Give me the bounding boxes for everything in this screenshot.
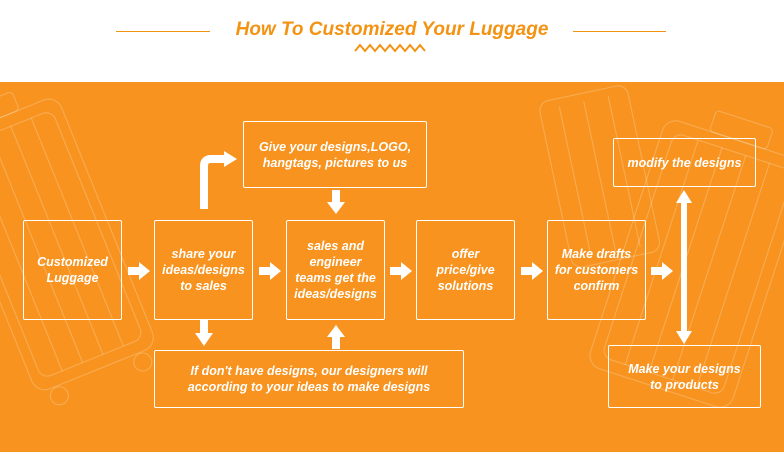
arrow-nodesigns-to-teams [327, 325, 345, 349]
zigzag-ornament [354, 43, 426, 53]
step-no-designs: If don't have designs, our designers wil… [154, 350, 464, 408]
step-teams-get-ideas: sales and engineer teams get the ideas/d… [286, 220, 385, 320]
arrow-to-make-products [676, 331, 692, 344]
step-share-designs: share your ideas/designs to sales [154, 220, 253, 320]
step-customized-luggage: Customized Luggage [23, 220, 122, 320]
arrow-offer-to-drafts [521, 262, 543, 280]
header: How To Customized Your Luggage [0, 0, 784, 82]
step-give-designs: Give your designs,LOGO, hangtags, pictur… [243, 121, 427, 188]
arrow-share-to-nodesigns [195, 320, 213, 346]
arrow-customized-to-share [128, 262, 150, 280]
title-divider-right [573, 31, 666, 32]
step-modify-designs: modify the designs [613, 138, 756, 187]
arrow-share-to-teams [259, 262, 281, 280]
suitcase-middle-outline [539, 85, 661, 268]
arrow-vertical-shaft [681, 200, 687, 334]
arrow-teams-to-offer [390, 262, 412, 280]
step-offer-price: offer price/give solutions [416, 220, 515, 320]
arrow-to-modify [676, 190, 692, 203]
title-divider-left [116, 31, 210, 32]
step-make-drafts: Make drafts for customers confirm [547, 220, 646, 320]
arrow-drafts-to-split [651, 262, 673, 280]
flow-arrows [128, 151, 692, 349]
page-title: How To Customized Your Luggage [235, 19, 549, 40]
arrow-share-to-give [200, 155, 226, 209]
arrow-give-to-teams [327, 190, 345, 214]
step-make-products: Make your designs to products [608, 345, 761, 408]
flow-panel: Customized Luggage share your ideas/desi… [0, 82, 784, 452]
